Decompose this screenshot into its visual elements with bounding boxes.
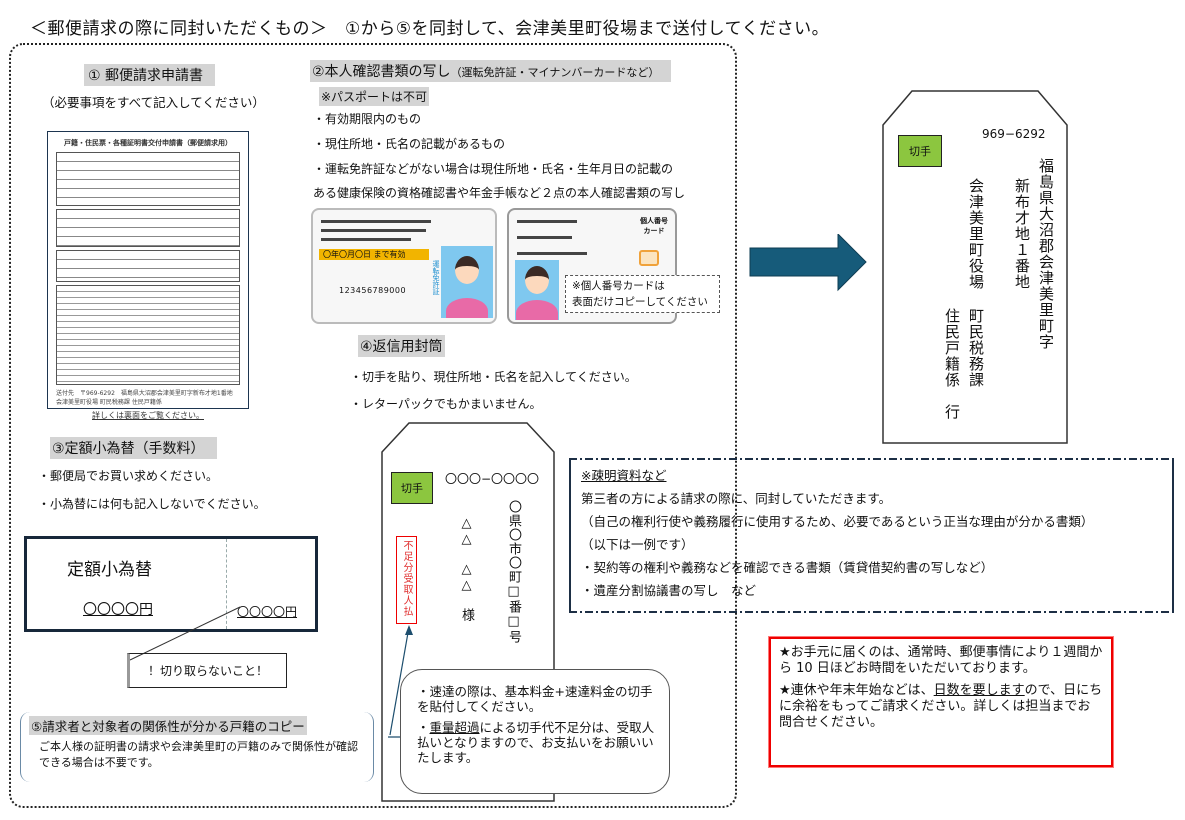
item3-bullet-1: ・郵便局でお買い求めください。	[38, 469, 219, 483]
ic-chip	[639, 250, 659, 266]
supporting-documents-box: ※疎明資料など 第三者の方による請求の際に、同封していただきます。 （自己の権利…	[569, 458, 1174, 613]
overweight-term: 重量超過	[429, 720, 480, 735]
page-title: ＜郵便請求の際に同封いただくもの＞ ①から⑤を同封して、会津美里町役場まで送付し…	[30, 19, 830, 39]
form-grid-certificates	[56, 285, 240, 385]
form-footer: 送付先 〒969-6292 福島県大沼郡会津美里町字新布才地1番地 会津美里町役…	[56, 390, 239, 406]
item3-heading: ③定額小為替（手数料）	[50, 437, 217, 459]
drivers-license-image: 〇年〇月〇日 まで有効 123456789000 運転免許証	[311, 208, 497, 324]
express-mail-note: ・速達の際は、基本料金+速達料金の切手を貼付してください。 ・重量超過による切手…	[400, 669, 670, 794]
destination-section: 住民戸籍係 行	[943, 308, 961, 420]
money-order-image: 定額小為替 〇〇〇〇円 〇〇〇〇円	[24, 536, 318, 632]
item3-bullet-2: ・小為替には何も記入しないでください。	[38, 497, 266, 511]
passport-note: ※パスポートは不可	[319, 87, 430, 106]
callout-line	[129, 606, 241, 661]
do-not-detach-callout: ！切り取らないこと！	[127, 653, 287, 688]
supporting-docs-line-4: ・契約等の権利や義務などを確認できる書類（賃貸借契約書の写しなど）	[581, 560, 994, 575]
express-note-line1: ・速達の際は、基本料金+速達料金の切手を貼付してください。	[417, 684, 653, 714]
license-number: 123456789000	[339, 286, 407, 295]
destination-address-line2: 新布才地１番地	[1013, 178, 1031, 290]
notice-paragraph-1: ★お手元に届くのは、通常時、郵便事情により１週間から 10 日ほどお時間をいただ…	[779, 645, 1103, 676]
mynumber-note-line2: 表面だけコピーしてください	[572, 296, 708, 308]
reply-postal-code: 〇〇〇−〇〇〇〇	[445, 472, 540, 486]
item5-heading: ⑤請求者と対象者の関係性が分かる戸籍のコピー	[29, 716, 307, 735]
item2-heading: ②本人確認書類の写し（運転免許証・マイナンバーカードなど）	[310, 60, 672, 82]
item2-bullet-4: ある健康保険の資格確認書や年金手帳など２点の本人確認書類の写し	[313, 186, 686, 200]
perforation-line	[226, 539, 227, 629]
item4-heading: ④返信用封筒	[358, 335, 445, 357]
form-title: 戸籍・住民票・各種証明書交付申請書（郵便請求用）	[64, 139, 232, 147]
supporting-docs-line-3: （以下は一例です）	[581, 537, 694, 552]
mynumber-note-line1: ※個人番号カードは	[572, 280, 665, 292]
license-vertical-label: 運転免許証	[432, 260, 440, 295]
destination-office: 会津美里町役場	[967, 178, 985, 290]
item2-bullet-2: ・現住所地・氏名の記載があるもの	[313, 137, 506, 151]
form-grid-target	[56, 209, 240, 247]
license-photo	[441, 246, 493, 318]
express-note-line2: ・重量超過による切手代不足分は、受取人払いとなりますので、お支払いをお願いいたし…	[417, 720, 655, 765]
item2-heading-main: ②本人確認書類の写し	[312, 64, 451, 80]
reply-name: △△ △△ 様	[459, 516, 474, 622]
money-order-title: 定額小為替	[67, 560, 152, 580]
form-grid-applicant	[56, 152, 240, 206]
delivery-notice: ★お手元に届くのは、通常時、郵便事情により１週間から 10 日ほどお時間をいただ…	[769, 637, 1113, 767]
supporting-docs-line-2: （自己の権利行使や義務履行に使用するため、必要であるという正当な理由が分かる書類…	[581, 514, 1094, 529]
item5-box: ⑤請求者と対象者の関係性が分かる戸籍のコピー ご本人様の証明書の請求や会津美里町…	[20, 712, 374, 782]
item4-bullet-1: ・切手を貼り、現住所地・氏名を記入してください。	[350, 370, 637, 384]
destination-address-line1: 福島県大沼郡会津美里町字	[1037, 158, 1055, 350]
form-grid-purpose	[56, 250, 240, 282]
license-validity: 〇年〇月〇日 まで有効	[319, 249, 429, 260]
destination-postal-code: 969−6292	[982, 127, 1046, 141]
item2-heading-sub: （運転免許証・マイナンバーカードなど）	[450, 66, 660, 79]
stamp-placeholder: 切手	[898, 135, 942, 167]
mynumber-photo	[515, 260, 559, 320]
application-form-image: 戸籍・住民票・各種証明書交付申請書（郵便請求用） 送付先 〒969-6292 福…	[47, 131, 249, 420]
item5-note: ご本人様の証明書の請求や会津美里町の戸籍のみで関係性が確認できる場合は不要です。	[39, 740, 358, 769]
form-see-back-link: 詳しくは裏面をご覧ください。	[92, 411, 204, 420]
destination-department: 町民税務課	[967, 308, 985, 388]
item1-heading: ① 郵便請求申請書	[84, 64, 216, 86]
item2-bullet-1: ・有効期限内のもの	[313, 112, 422, 126]
item1-note: （必要事項をすべて記入してください）	[42, 95, 265, 110]
item4-bullet-2: ・レターパックでもかまいません。	[350, 397, 542, 411]
reply-address: 〇県〇市〇町□番□号	[506, 500, 521, 644]
money-order-amount: 〇〇〇〇円	[83, 602, 153, 618]
takes-days-term: 日数を要します	[933, 683, 1025, 698]
supporting-docs-heading: ※疎明資料など	[581, 468, 667, 483]
mynumber-card-label: 個人番号カード	[640, 217, 668, 235]
notice-paragraph-2: ★連休や年末年始などは、日数を要しますので、日にちに余裕をもってご請求ください。…	[779, 683, 1103, 730]
arrow-right-icon	[749, 234, 867, 292]
mynumber-copy-note: ※個人番号カードは 表面だけコピーしてください	[565, 275, 720, 313]
destination-envelope	[882, 90, 1068, 444]
supporting-docs-line-1: 第三者の方による請求の際に、同封していただきます。	[581, 491, 892, 506]
enclosures-frame	[9, 43, 737, 808]
money-order-stub-amount: 〇〇〇〇円	[237, 605, 298, 619]
item2-bullet-3: ・運転免許証などがない場合は現住所地・氏名・生年月日の記載の	[313, 162, 674, 176]
reply-stamp-placeholder: 切手	[391, 472, 433, 504]
receiver-pays-label: 不足分受取人払	[396, 536, 417, 624]
supporting-docs-line-5: ・遺産分割協議書の写し など	[581, 583, 757, 598]
